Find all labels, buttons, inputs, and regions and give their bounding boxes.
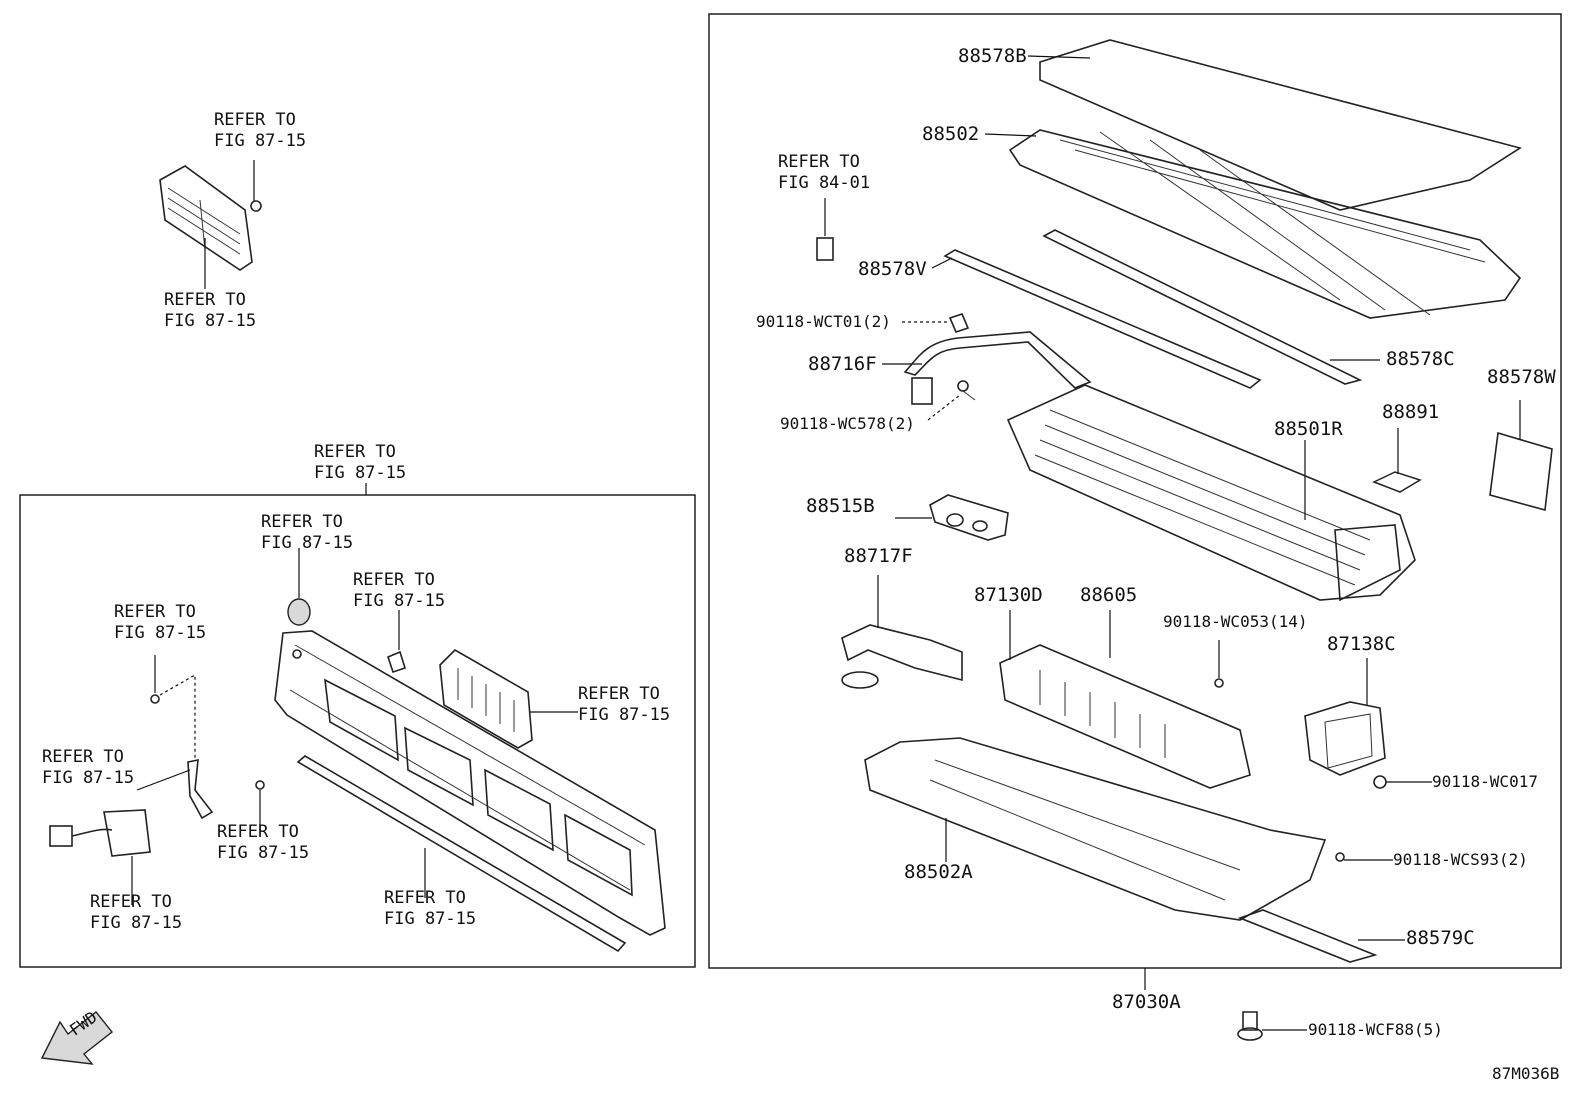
screw-small-left-icon — [150, 655, 196, 760]
control-panel-icon — [274, 630, 666, 936]
part-number-label: 87138C — [1327, 633, 1396, 655]
switch-block-icon — [439, 649, 578, 749]
pipe-88717F-icon — [841, 575, 963, 689]
relay-icon — [816, 198, 834, 261]
part-number-label: 88502 — [922, 123, 980, 145]
part-number-label: 90118-WCF88(5) — [1308, 1020, 1443, 1039]
screw-wcs93-icon — [1335, 852, 1393, 862]
core-88501R-icon — [1006, 384, 1416, 602]
blower-88605-icon — [999, 610, 1251, 789]
refer-label: REFER TO FIG 87-15 — [217, 822, 310, 863]
refer-label: REFER TO FIG 87-15 — [90, 892, 183, 933]
refer-label: REFER TO FIG 87-15 — [42, 747, 135, 788]
case-88502A-icon — [864, 737, 1327, 921]
left-group-frame — [19, 494, 696, 968]
refer-label: REFER TO FIG 87-15 — [384, 888, 477, 929]
panel-88502-icon — [984, 129, 1522, 319]
fwd-arrow-icon — [40, 1011, 113, 1065]
diagram-code: 87M036B — [1492, 1064, 1560, 1083]
clip-wct01-icon — [902, 313, 970, 333]
part-number-label: 88605 — [1080, 584, 1138, 606]
part-number-label: 88578C — [1386, 348, 1455, 370]
hose-88716F-icon — [882, 331, 1092, 405]
cover-88578B-icon — [1027, 39, 1522, 211]
screw-wc053-icon — [1214, 640, 1224, 688]
part-number-label: 88578B — [958, 45, 1027, 67]
refer-label: REFER TO FIG 87-15 — [164, 290, 257, 331]
pad-88891-icon — [1372, 428, 1422, 493]
label-88578W-icon — [1489, 400, 1553, 512]
part-number-label: 88501R — [1274, 418, 1343, 440]
part-number-label: 88578W — [1487, 366, 1556, 388]
motor-connector-icon — [49, 809, 151, 905]
refer-label: REFER TO FIG 84-01 — [778, 152, 871, 193]
part-number-label: 88578V — [858, 258, 927, 280]
bolt-wcf88-icon — [1237, 1011, 1307, 1041]
knob-icon — [287, 548, 311, 626]
part-number-label: 90118-WC053(14) — [1163, 612, 1308, 631]
refer-label: REFER TO FIG 87-15 — [214, 110, 307, 151]
amplifier-87138C-icon — [1304, 658, 1386, 776]
screw-wc017-icon — [1373, 775, 1432, 789]
part-number-label: 88891 — [1382, 401, 1440, 423]
screw-small-mid-icon — [255, 780, 265, 830]
part-number-label: 88716F — [808, 353, 877, 375]
part-number-label: 88717F — [844, 545, 913, 567]
part-number-label: 88502A — [904, 861, 973, 883]
part-number-label: 87130D — [974, 584, 1043, 606]
part-number-label: 90118-WCT01(2) — [756, 312, 891, 331]
part-number-label: 87030A — [1112, 991, 1181, 1013]
seal-88578V-icon — [931, 249, 1262, 389]
right-group-frame — [708, 13, 1562, 969]
part-number-label: 88515B — [806, 495, 875, 517]
sheet-88579C-icon — [1237, 909, 1405, 963]
refer-label: REFER TO FIG 87-15 — [353, 570, 446, 611]
refer-label: REFER TO FIG 87-15 — [314, 442, 407, 483]
part-number-label: 88579C — [1406, 927, 1475, 949]
part-number-label: 90118-WC578(2) — [780, 414, 915, 433]
refer-label: REFER TO FIG 87-15 — [578, 684, 671, 725]
part-number-label: 90118-WCS93(2) — [1393, 850, 1528, 869]
part-number-label: 90118-WC017 — [1432, 772, 1538, 791]
bottom-strip-icon — [296, 755, 627, 953]
refer-label: REFER TO FIG 87-15 — [261, 512, 354, 553]
screw-wc578-icon — [927, 380, 976, 421]
grille-icon — [159, 160, 262, 289]
seal-88578C-icon — [1042, 229, 1380, 385]
bracket-icon — [136, 759, 214, 820]
refer-label: REFER TO FIG 87-15 — [114, 602, 207, 643]
clip-icon — [387, 610, 406, 674]
valve-88515B-icon — [895, 494, 1009, 541]
